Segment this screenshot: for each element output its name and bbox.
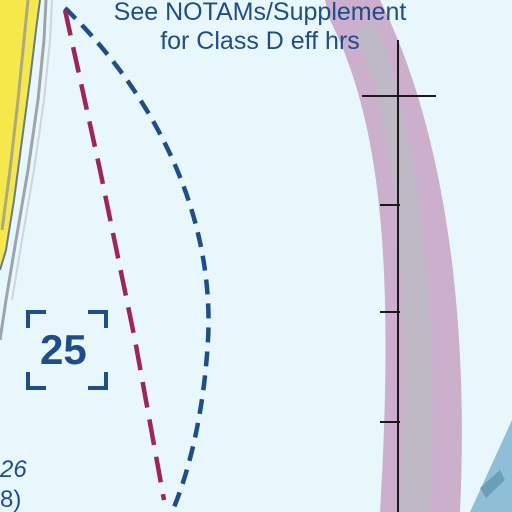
edge-label-lower: 8): [0, 486, 22, 512]
notam-line-2: for Class D eff hrs: [160, 26, 360, 55]
shoreline-inner: [0, 0, 30, 231]
class-d-boundary: [63, 6, 211, 512]
runway-fragment: [470, 420, 512, 512]
land-area: [0, 0, 40, 270]
range-ring-inner: [355, 20, 433, 512]
road-line-2: [11, 0, 53, 301]
notam-line-1: See NOTAMs/Supplement: [113, 0, 407, 26]
mef-box-brackets: [26, 310, 108, 390]
road-line: [0, 0, 48, 341]
maximum-elevation-figure: 25: [40, 326, 87, 373]
shoreline: [0, 0, 41, 271]
runway-fragment-2: [480, 470, 505, 498]
mode-c-boundary: [62, 9, 167, 501]
notam-note: See NOTAMs/Supplement for Class D eff hr…: [60, 0, 460, 56]
edge-label-upper: 26: [0, 456, 27, 483]
